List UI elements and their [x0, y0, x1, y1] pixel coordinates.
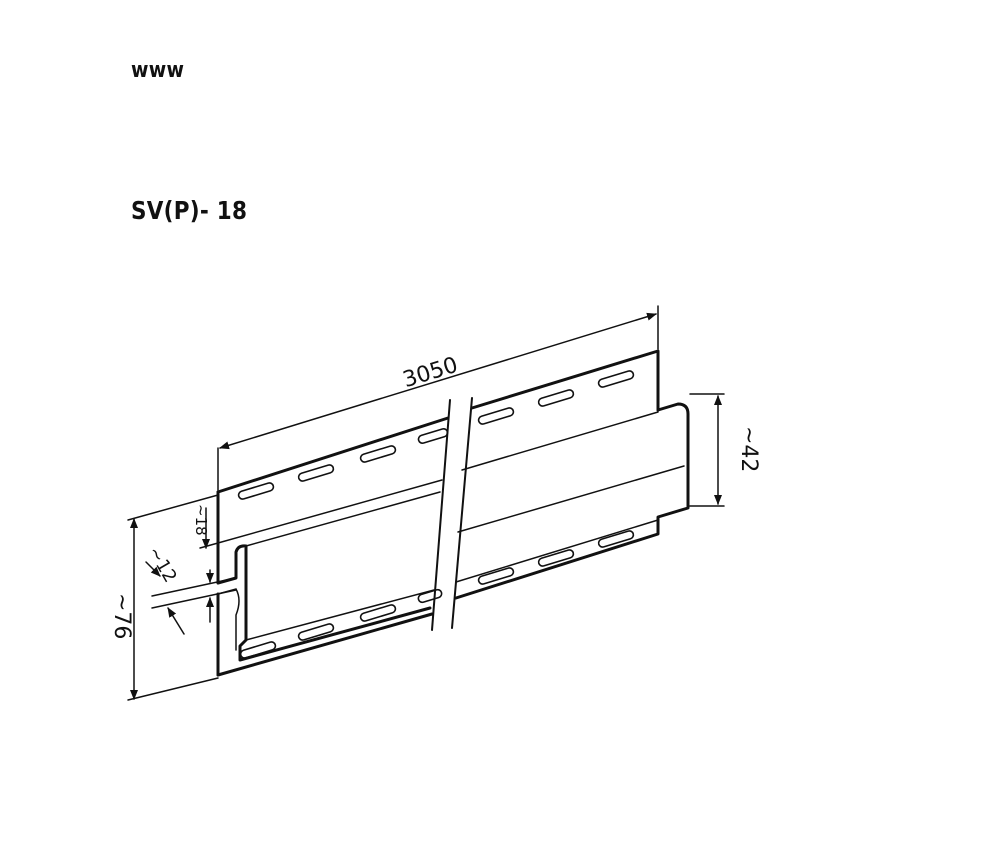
nail-slot [597, 370, 635, 388]
dimension-length-label: 3050 [400, 353, 461, 393]
profile-inner-line-right-3 [455, 519, 659, 583]
nail-slot [297, 623, 335, 641]
nail-slot [477, 407, 515, 425]
nail-slot [417, 588, 443, 604]
nail-slot [417, 427, 449, 445]
profile-right-lip [454, 402, 690, 600]
profile-left-segment [216, 416, 450, 677]
profile-right-segment [454, 349, 690, 600]
extension-line-height-top [127, 494, 219, 521]
nail-slot [359, 445, 397, 463]
dimension-width-label: ~42 [736, 426, 761, 472]
dimension-upper-offset: ~18 [192, 504, 219, 549]
dimension-18-label: ~18 [192, 504, 210, 536]
nail-slot [597, 530, 635, 548]
nail-slots-upper [237, 370, 635, 500]
profile-inner-line-right-2 [457, 465, 685, 533]
dimension-line-12-bottom [167, 607, 185, 635]
dimension-total-height: ~76 [109, 494, 219, 701]
nail-slot [239, 641, 277, 659]
profile-inner-line-2 [245, 491, 441, 547]
profile-inner-line-1 [217, 479, 443, 544]
profile-notch [216, 544, 432, 662]
nail-slot [359, 604, 397, 622]
nail-slot [297, 464, 335, 482]
nail-slot [537, 549, 575, 567]
profile-top-edge [216, 416, 450, 494]
dimension-gap: ~12 [143, 543, 237, 635]
dimension-line-12-top [145, 561, 161, 577]
extension-line-12-top [151, 577, 237, 597]
extension-line-18 [199, 542, 219, 549]
profile-notch-lower [217, 588, 240, 651]
nail-slot [237, 482, 275, 500]
nail-slots-lower [239, 530, 635, 659]
dimension-width: ~42 [689, 393, 761, 507]
product-code: SV(P)- 18 [131, 196, 248, 225]
profile-top-edge-right [470, 349, 660, 412]
profile-inner-line-right-1 [461, 411, 659, 471]
dimension-line-length [219, 312, 657, 450]
nail-slot [477, 567, 515, 585]
nail-slot [537, 389, 575, 407]
profile-inner-line-3 [245, 589, 435, 641]
extension-line-height-bottom [127, 677, 219, 701]
profile-bottom-edge [216, 612, 434, 677]
extension-line-12-bottom [151, 589, 237, 609]
dimension-length: 3050 [217, 305, 659, 491]
dimension-height-label: ~76 [109, 593, 134, 639]
site-label: www [131, 58, 185, 83]
